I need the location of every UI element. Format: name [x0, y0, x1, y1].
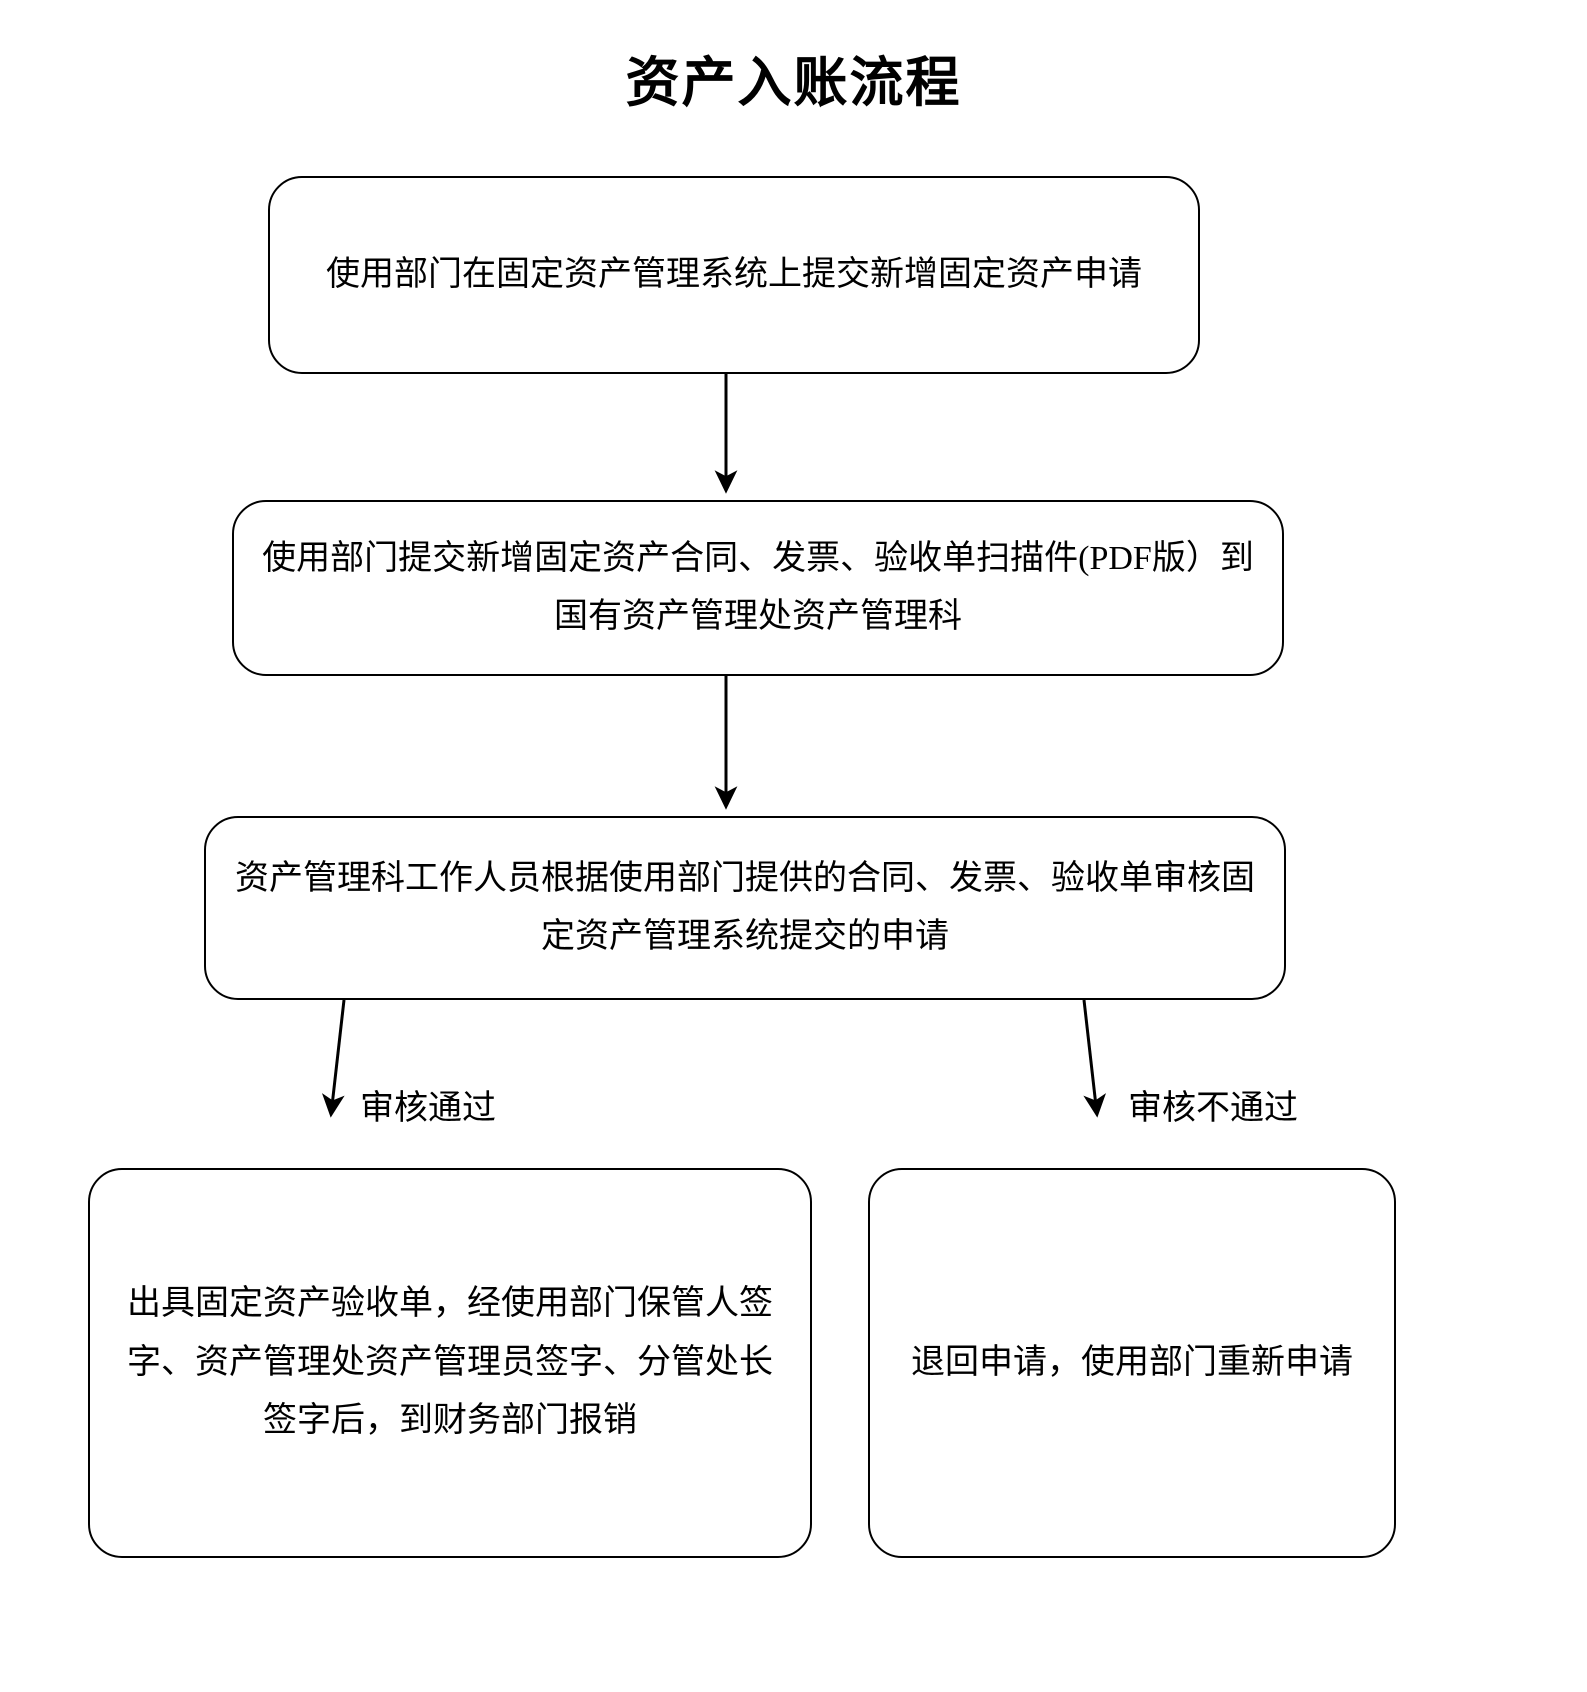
connector-review-application-to-approved-result [321, 999, 346, 1118]
flow-node-submit-documents-label: 使用部门提交新增固定资产合同、发票、验收单扫描件(PDF版）到国有资产管理处资产… [262, 539, 1254, 635]
edge-label-rejected: 审核不通过 [1128, 1090, 1298, 1127]
flow-node-submit-application[interactable]: 使用部门在固定资产管理系统上提交新增固定资产申请 [268, 176, 1200, 374]
flow-node-review-application[interactable]: 资产管理科工作人员根据使用部门提供的合同、发票、验收单审核固定资产管理系统提交的… [204, 816, 1286, 1000]
page-title: 资产入账流程 [625, 53, 962, 113]
flow-node-approved-result[interactable]: 出具固定资产验收单，经使用部门保管人签字、资产管理处资产管理员签字、分管处长签字… [88, 1168, 812, 1558]
flow-node-approved-result-label: 出具固定资产验收单，经使用部门保管人签字、资产管理处资产管理员签字、分管处长签字… [127, 1285, 773, 1440]
connector-review-application-to-rejected-result [1082, 999, 1107, 1118]
flow-node-submit-application-label: 使用部门在固定资产管理系统上提交新增固定资产申请 [326, 255, 1142, 293]
flow-node-review-application-label: 资产管理科工作人员根据使用部门提供的合同、发票、验收单审核固定资产管理系统提交的… [235, 859, 1255, 955]
flow-node-rejected-result-label: 退回申请，使用部门重新申请 [911, 1343, 1353, 1381]
edge-label-approved: 审核通过 [360, 1090, 496, 1127]
flow-node-submit-documents[interactable]: 使用部门提交新增固定资产合同、发票、验收单扫描件(PDF版）到国有资产管理处资产… [232, 500, 1284, 676]
flow-node-rejected-result[interactable]: 退回申请，使用部门重新申请 [868, 1168, 1396, 1558]
